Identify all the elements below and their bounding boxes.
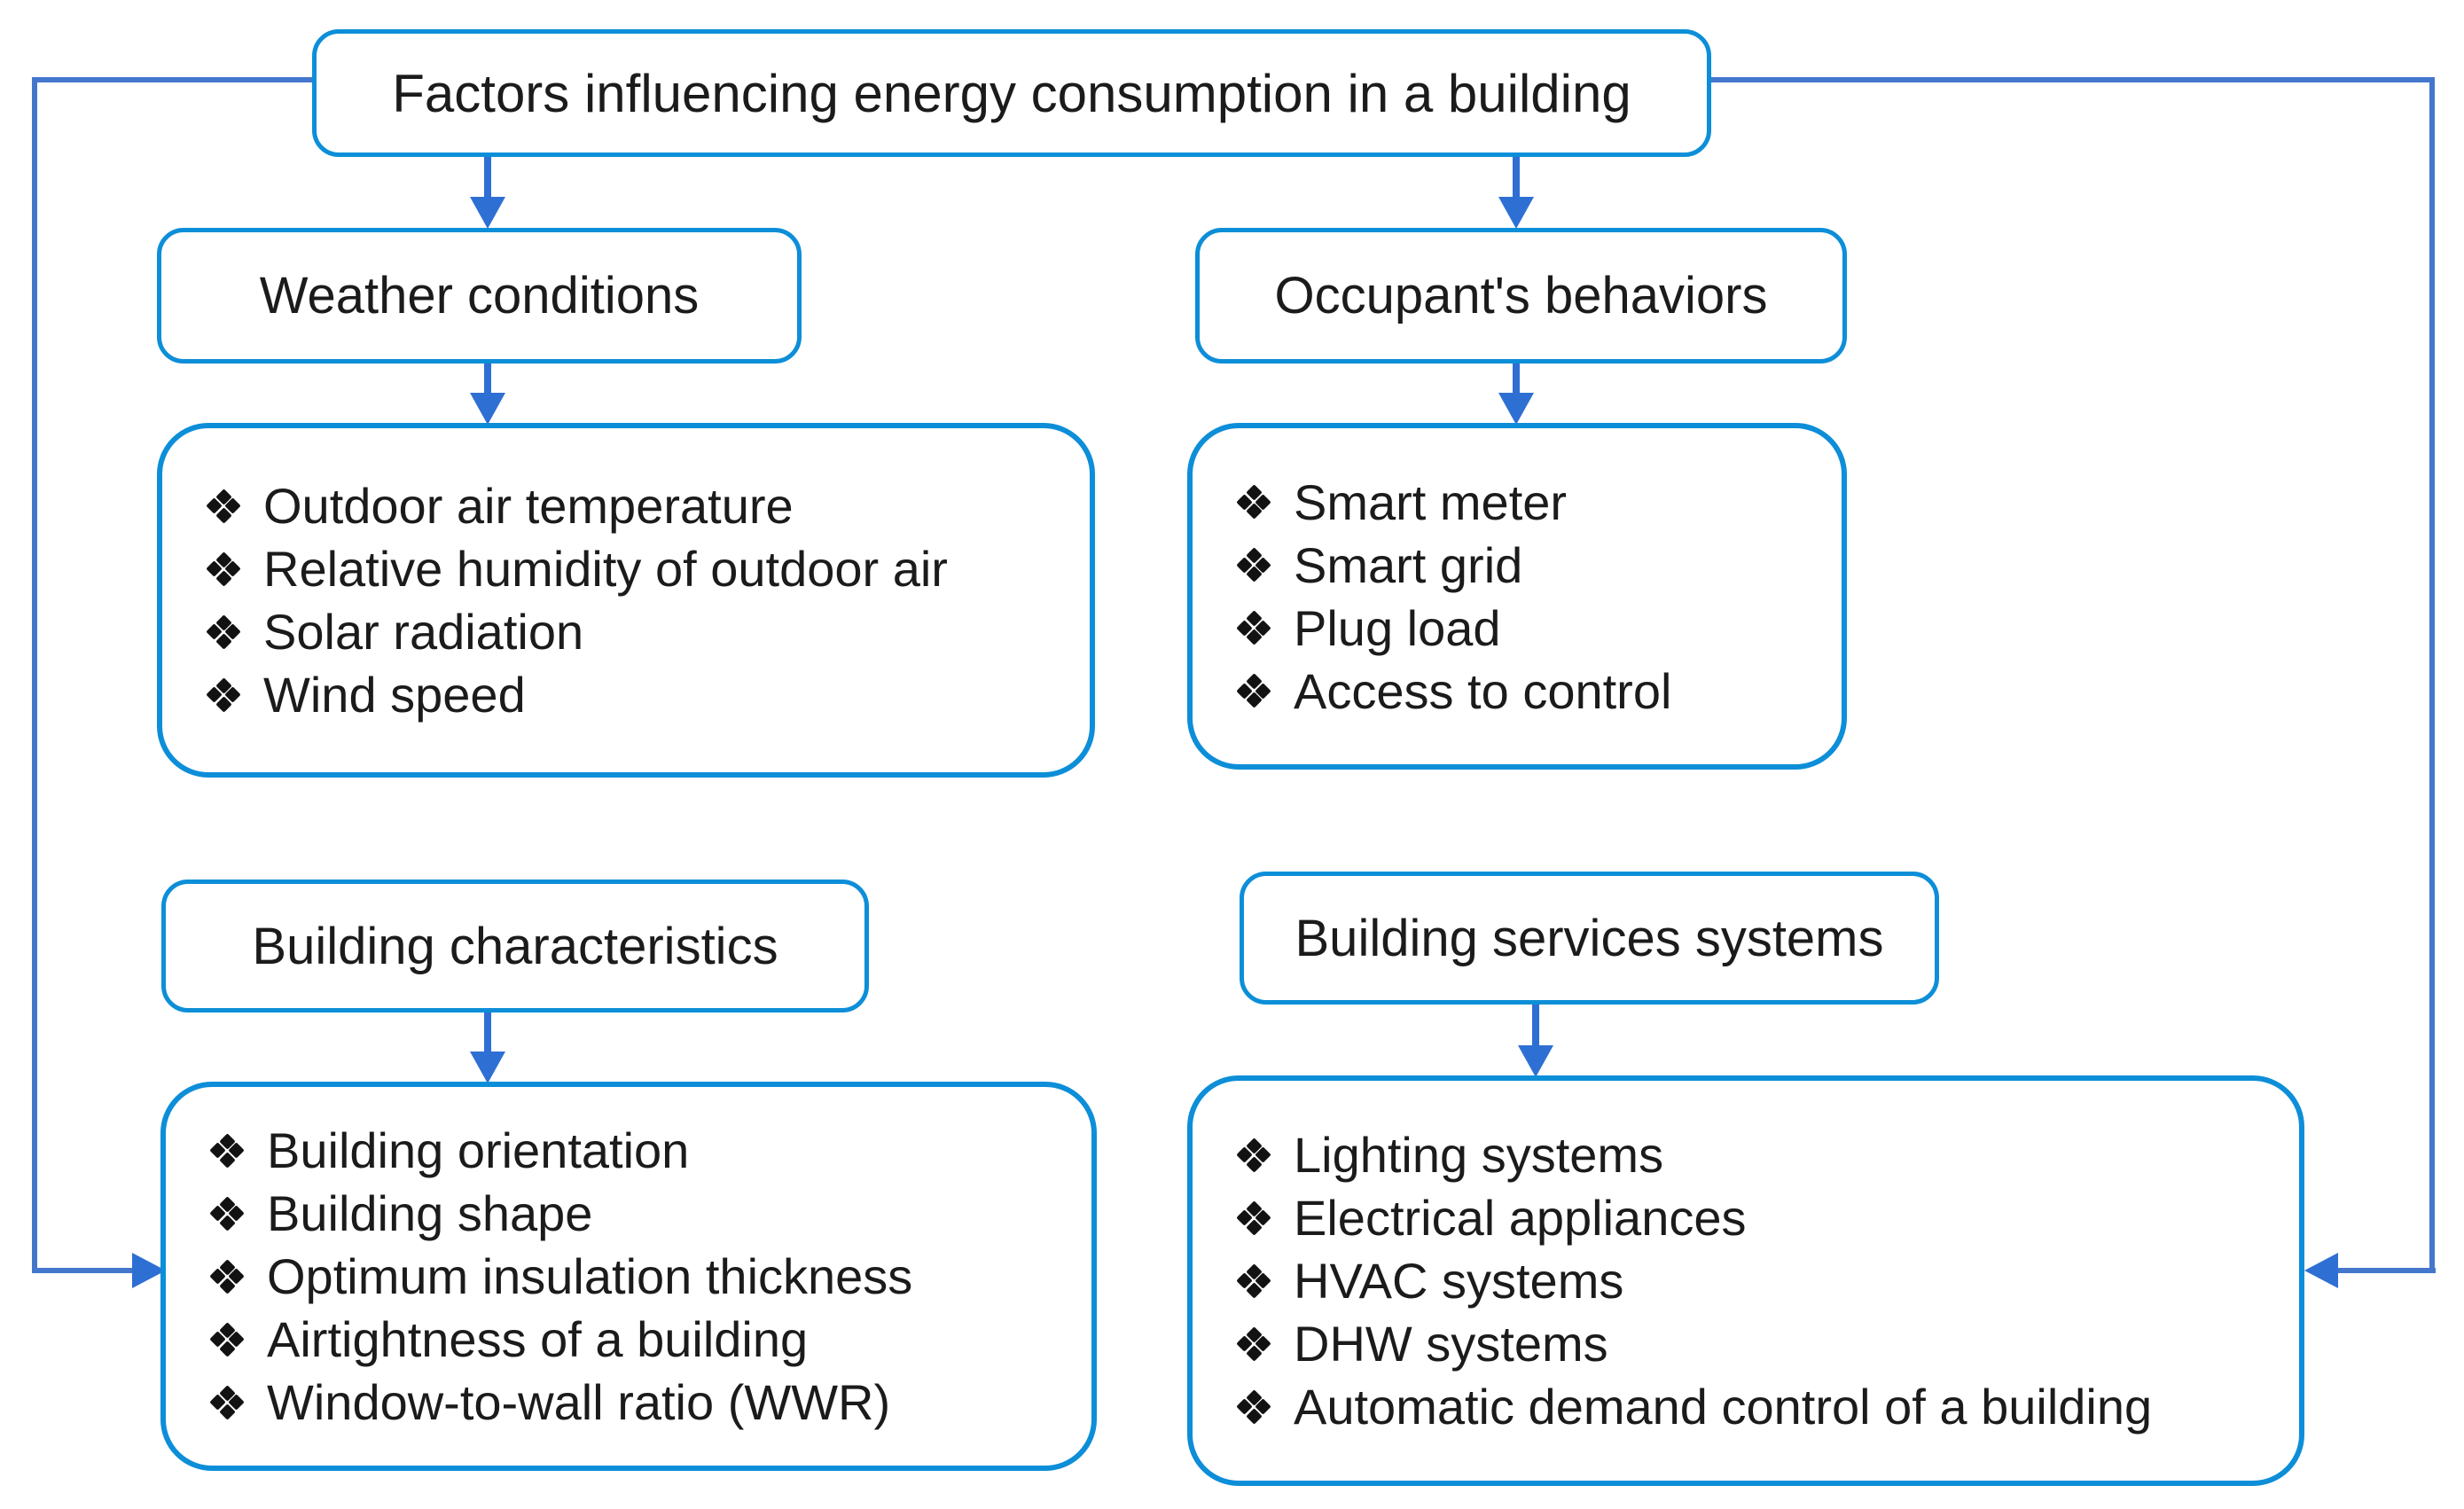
weather-factors-list: Outdoor air temperature Relative humidit… (157, 423, 1095, 778)
diamond-bullet-icon (1236, 673, 1271, 708)
list-item: Automatic demand control of a building (1236, 1375, 2272, 1438)
list-item: Solar radiation (206, 600, 1063, 663)
list-item: Access to control (1236, 660, 1815, 723)
list-item: Outdoor air temperature (206, 474, 1063, 537)
list-item: Optimum insulation thickness (209, 1245, 1065, 1308)
building-services-label: Building services systems (1295, 909, 1884, 967)
connector-right-top-segment (1711, 77, 2435, 82)
building-factors-list: Building orientation Building shape Opti… (160, 1082, 1097, 1471)
list-item-text: Access to control (1294, 662, 1672, 719)
list-item: Wind speed (206, 663, 1063, 726)
arrowhead-into-building-characteristics-icon (132, 1253, 166, 1288)
diamond-bullet-icon (206, 676, 241, 713)
building-services-box: Building services systems (1240, 872, 1939, 1005)
connector-left-bottom-segment (35, 1268, 134, 1273)
list-item-text: Smart meter (1294, 473, 1568, 530)
diamond-bullet-icon (209, 1195, 245, 1231)
list-item: Building orientation (209, 1119, 1065, 1182)
list-item-text: Wind speed (263, 667, 526, 723)
arrowhead-into-building-services-icon (2304, 1253, 2338, 1288)
list-item-text: HVAC systems (1294, 1253, 1624, 1309)
diamond-bullet-icon (1236, 1325, 1271, 1362)
weather-conditions-box: Weather conditions (157, 228, 802, 364)
diamond-bullet-icon (209, 1321, 245, 1357)
list-item-text: Lighting systems (1294, 1127, 1664, 1183)
diamond-bullet-icon (206, 614, 241, 650)
diagram-title-box: Factors influencing energy consumption i… (312, 29, 1711, 157)
weather-conditions-label: Weather conditions (259, 267, 700, 324)
diamond-bullet-icon (1236, 610, 1271, 645)
list-item-text: Automatic demand control of a building (1294, 1379, 2153, 1435)
list-item: Building shape (209, 1182, 1065, 1245)
diamond-bullet-icon (209, 1258, 245, 1294)
arrow-services-to-list-icon (1518, 1005, 1553, 1077)
building-characteristics-box: Building characteristics (161, 880, 869, 1013)
connector-left-top-segment (35, 77, 312, 82)
list-item-text: DHW systems (1294, 1316, 1608, 1372)
arrow-building-to-list-icon (470, 1013, 505, 1083)
list-item-text: Smart grid (1294, 536, 1523, 593)
list-item: Relative humidity of outdoor air (206, 537, 1063, 600)
arrow-occupant-to-list-icon (1498, 364, 1534, 425)
services-factors-list: Lighting systems Electrical appliances H… (1187, 1075, 2304, 1486)
list-item-text: Optimum insulation thickness (267, 1248, 913, 1304)
list-item: Window-to-wall ratio (WWR) (209, 1371, 1065, 1434)
arrow-title-to-weather-icon (470, 157, 505, 229)
diamond-bullet-icon (209, 1384, 245, 1420)
list-item-text: Window-to-wall ratio (WWR) (267, 1374, 891, 1430)
list-item: HVAC systems (1236, 1249, 2272, 1312)
connector-right-bottom-segment (2338, 1268, 2436, 1273)
list-item-text: Airtightness of a building (267, 1311, 809, 1367)
diagram-title: Factors influencing energy consumption i… (392, 63, 1631, 123)
list-item: Plug load (1236, 597, 1815, 660)
list-item-text: Relative humidity of outdoor air (263, 541, 948, 597)
list-item-text: Plug load (1294, 599, 1501, 656)
list-item: Smart meter (1236, 471, 1815, 534)
list-item-text: Solar radiation (263, 604, 584, 660)
connector-left-vertical-segment (32, 77, 37, 1273)
diamond-bullet-icon (1236, 1263, 1271, 1299)
list-item: Airtightness of a building (209, 1308, 1065, 1371)
arrow-weather-to-list-icon (470, 364, 505, 425)
diamond-bullet-icon (206, 551, 241, 587)
list-item-text: Electrical appliances (1294, 1190, 1747, 1246)
diamond-bullet-icon (1236, 547, 1271, 582)
connector-right-vertical-segment (2429, 77, 2435, 1273)
diamond-bullet-icon (1236, 484, 1271, 520)
list-item: Lighting systems (1236, 1123, 2272, 1186)
diamond-bullet-icon (1236, 1388, 1271, 1425)
diamond-bullet-icon (1236, 1137, 1271, 1173)
occupant-behaviors-label: Occupant's behaviors (1274, 267, 1768, 324)
occupant-behaviors-box: Occupant's behaviors (1195, 228, 1847, 364)
list-item: DHW systems (1236, 1312, 2272, 1375)
occupant-factors-list: Smart meter Smart grid Plug load Access … (1187, 423, 1847, 770)
list-item-text: Building shape (267, 1185, 593, 1241)
arrow-title-to-occupant-icon (1498, 157, 1534, 229)
list-item-text: Building orientation (267, 1122, 690, 1178)
building-characteristics-label: Building characteristics (252, 917, 778, 975)
diamond-bullet-icon (1236, 1200, 1271, 1236)
list-item-text: Outdoor air temperature (263, 478, 794, 534)
list-item: Smart grid (1236, 534, 1815, 597)
diamond-bullet-icon (209, 1132, 245, 1169)
diamond-bullet-icon (206, 488, 241, 524)
list-item: Electrical appliances (1236, 1186, 2272, 1249)
